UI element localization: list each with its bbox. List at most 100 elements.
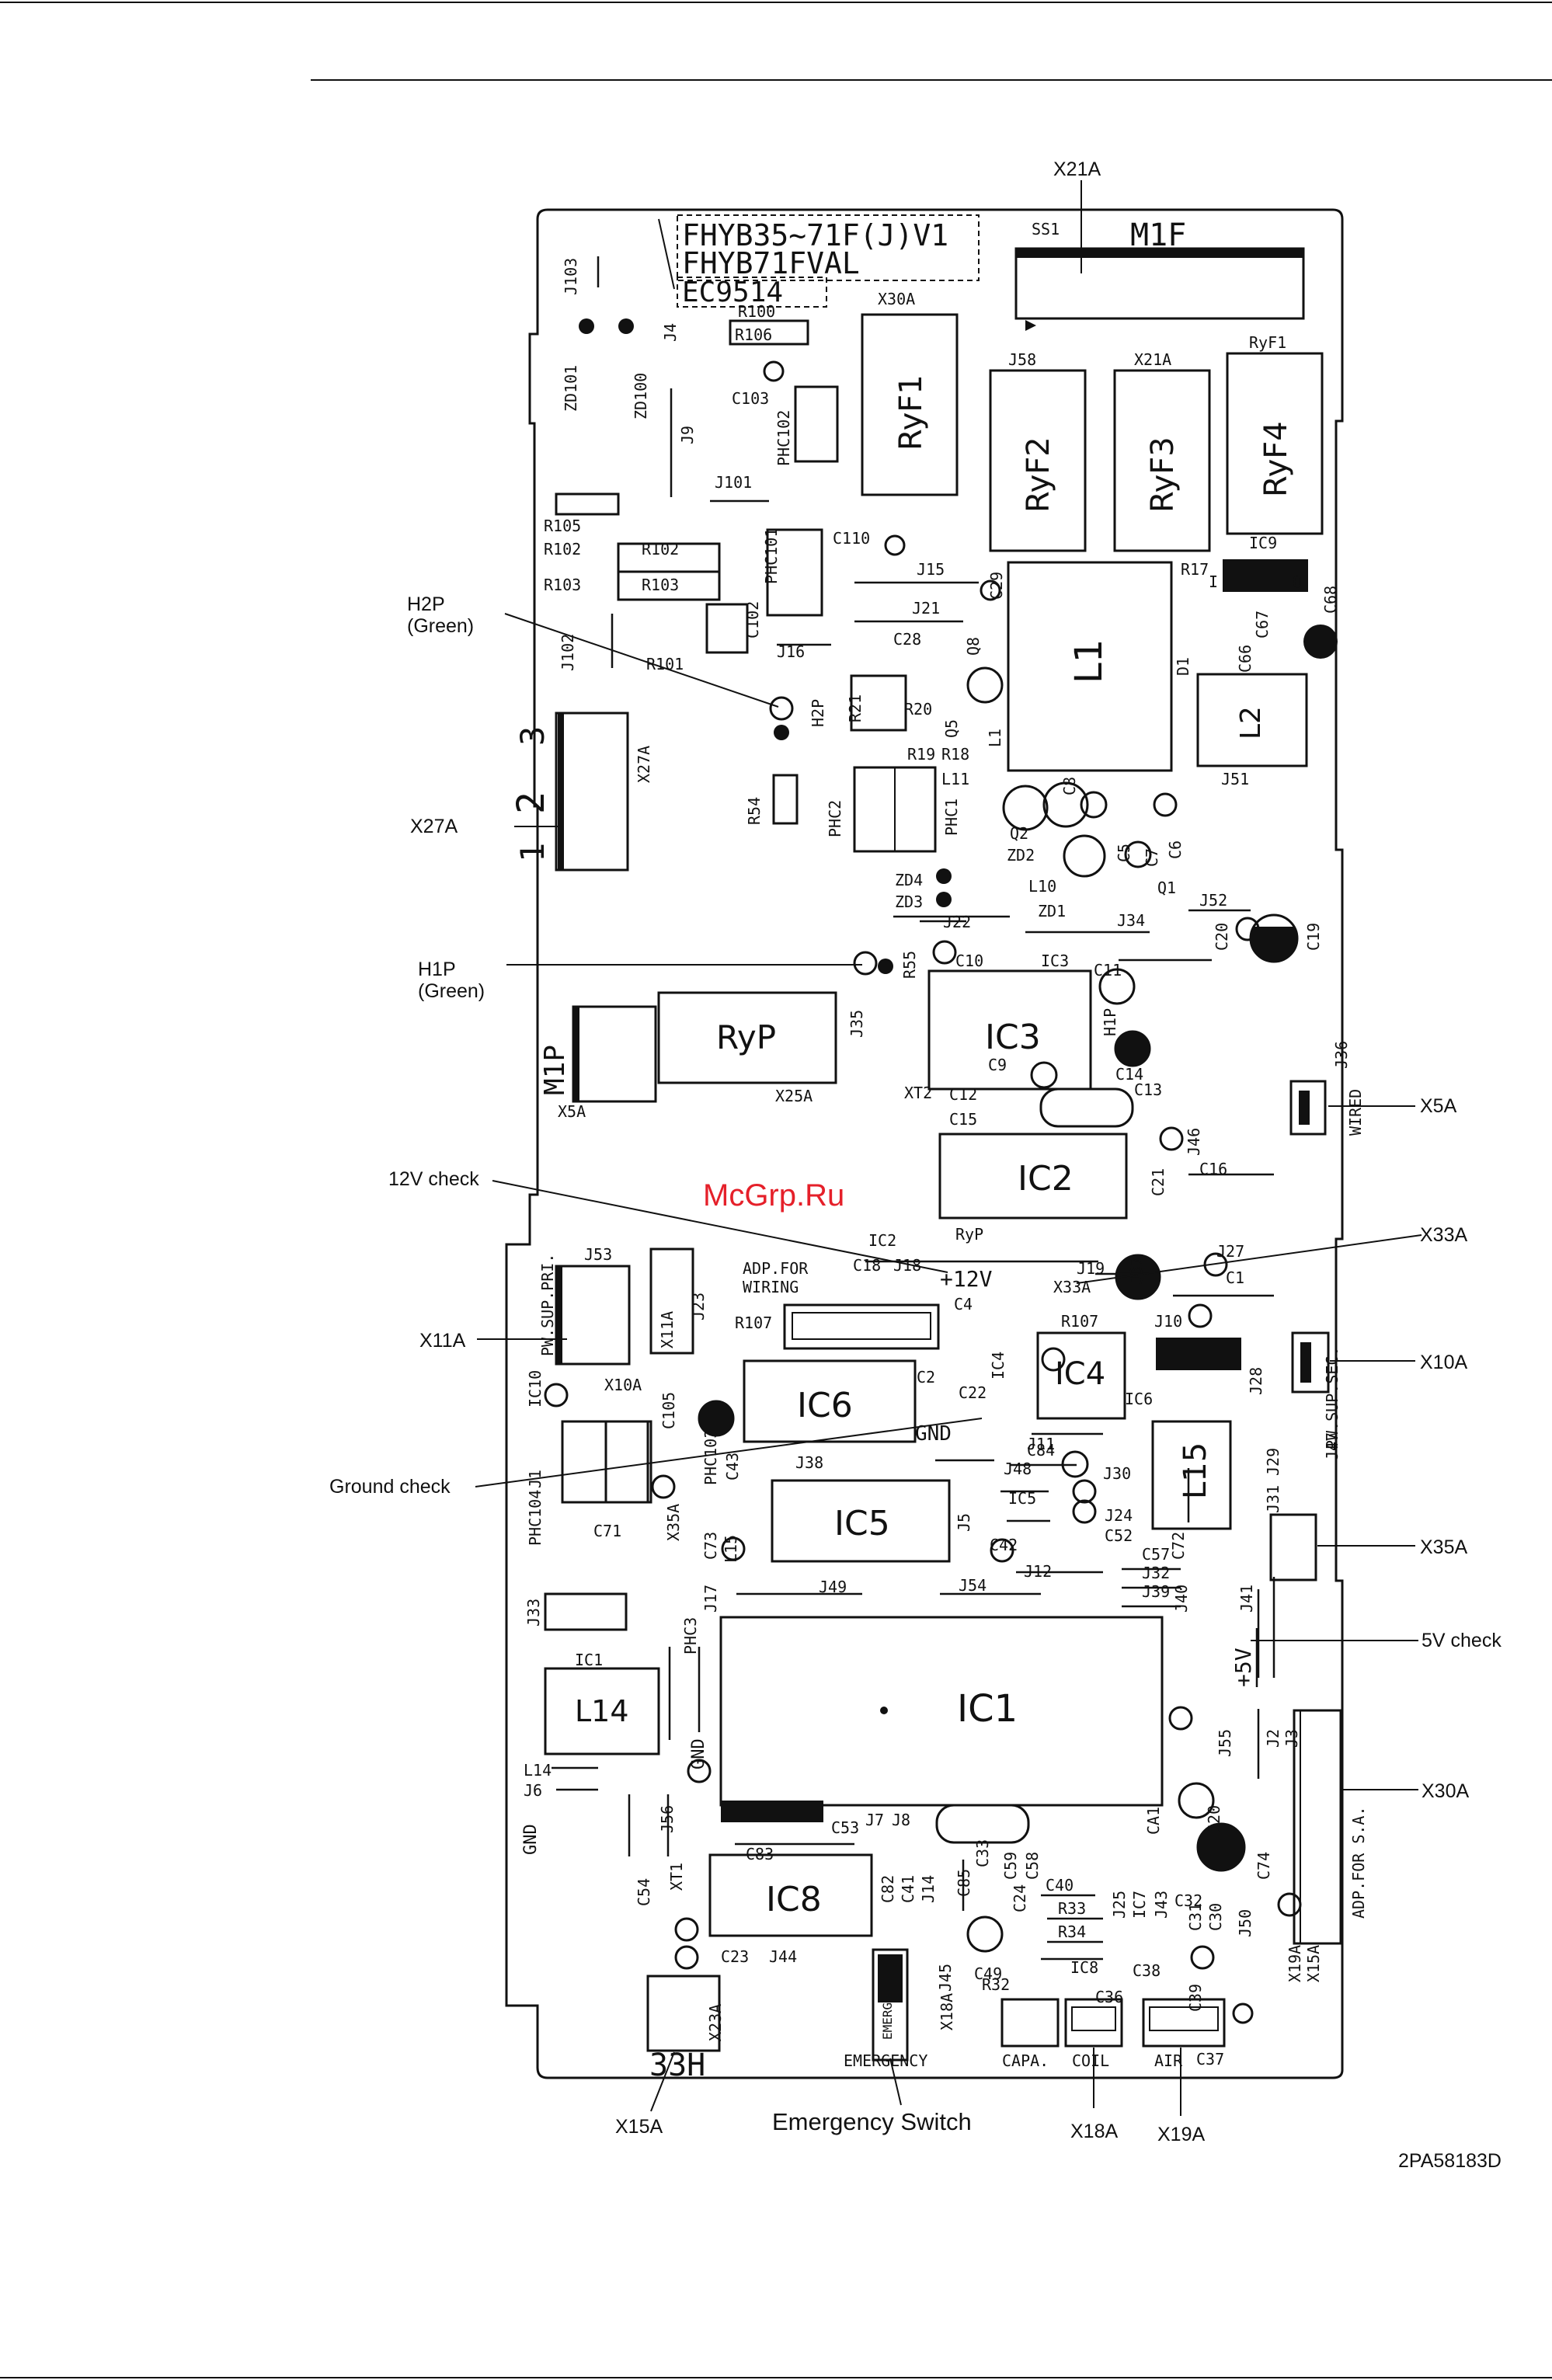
silk-label-j6: J6: [524, 1781, 542, 1800]
silk-label-c68: C68: [1321, 586, 1340, 614]
silk-label-zd3: ZD3: [895, 893, 923, 911]
silk-l15: L15: [1178, 1442, 1213, 1499]
silk-label-c73: C73: [701, 1532, 720, 1560]
silk-label-c31: C31: [1186, 1903, 1205, 1931]
silk-label-c21: C21: [1149, 1168, 1167, 1196]
silk-label-c24: C24: [1011, 1884, 1029, 1912]
silk-label-c58: C58: [1023, 1852, 1042, 1880]
callout-x19a: X19A: [1157, 2124, 1205, 2145]
silk-pin3: 3: [513, 726, 552, 746]
silk-label-l1: L1: [986, 729, 1004, 747]
connector-x23a: [1000, 1998, 1060, 2048]
silk-label-q5: Q5: [942, 719, 961, 738]
silk-label-c72: C72: [1169, 1532, 1188, 1560]
silk-label-r102: R102: [642, 540, 679, 558]
silk-label-h1p: H1P: [1101, 1008, 1119, 1036]
silk-label-q1: Q1: [1157, 879, 1176, 897]
silk-label-j24: J24: [1105, 1506, 1133, 1525]
silk-label-phc2: PHC2: [826, 800, 844, 837]
silk-label-r18: R18: [941, 745, 969, 764]
silk-label-c6: C6: [1166, 840, 1185, 859]
silk-m1f: M1F: [1130, 217, 1186, 253]
silk-label-j25: J25: [1110, 1891, 1129, 1919]
silk-label-ic2: IC2: [868, 1231, 896, 1250]
silk-label-c102: C102: [743, 601, 762, 638]
silk-label-c59: C59: [1001, 1852, 1020, 1880]
silk-label-j9: J9: [678, 426, 697, 444]
silk-label-x30a: X30A: [878, 290, 915, 308]
silk-label-j10: J10: [1154, 1312, 1182, 1331]
silk-label-c33: C33: [973, 1839, 992, 1867]
silk-ryf4: RyF4: [1258, 421, 1294, 497]
silk-label-c71: C71: [593, 1522, 621, 1540]
silk-label-j32: J32: [1142, 1564, 1170, 1582]
silk-label-r105: R105: [544, 517, 581, 535]
silk-capa: CAPA.: [1002, 2051, 1049, 2070]
silk-label-j40: J40: [1172, 1585, 1191, 1613]
silk-label-c18: C18: [853, 1256, 881, 1275]
callout-x33a: X33A: [1420, 1224, 1467, 1246]
silk-label-r17: R17: [1181, 560, 1209, 579]
silk-label-r100: R100: [738, 302, 775, 321]
silk-label-c8: C8: [1060, 777, 1079, 795]
silk-label-zd1: ZD1: [1038, 902, 1066, 920]
silk-label-c82: C82: [879, 1875, 897, 1903]
callout-x27a: X27A: [410, 816, 458, 837]
silk-label-c36: C36: [1095, 1988, 1123, 2006]
silk-label-c53: C53: [831, 1818, 859, 1837]
silk-label-j58: J58: [1008, 350, 1036, 369]
silk-label-c29: C29: [987, 572, 1006, 600]
silk-label-r103: R103: [544, 576, 581, 594]
silk-label-j30: J30: [1103, 1464, 1131, 1483]
silk-gnd-2: GND: [689, 1738, 708, 1769]
silk-label-j51: J51: [1221, 770, 1249, 788]
silk-label-j101: J101: [715, 473, 752, 492]
silk-label-c52: C52: [1105, 1526, 1133, 1545]
callout-x21a: X21A: [1053, 158, 1101, 180]
callout-5v-check: 5V check: [1422, 1630, 1502, 1651]
silk-label-j36: J36: [1332, 1041, 1351, 1069]
silk-adp-sa: ADP.FOR S.A.: [1349, 1807, 1368, 1919]
silk-label-c54: C54: [635, 1878, 653, 1906]
drawing-number: 2PA58183D: [1398, 2150, 1502, 2172]
crystal-xt2: [1039, 1087, 1134, 1128]
silk-label-j23: J23: [689, 1293, 708, 1320]
silk-label-c30: C30: [1206, 1903, 1225, 1931]
silk-label-c103: C103: [732, 389, 769, 408]
silk-label-x33a: X33A: [1053, 1278, 1091, 1296]
pcb-outline: [505, 208, 1344, 2079]
model-label-box: [677, 214, 980, 281]
silk-label-j102: J102: [559, 634, 577, 671]
silk-label-c22: C22: [959, 1383, 987, 1402]
connector-x5a: [1289, 1080, 1327, 1136]
silk-label-c110: C110: [833, 529, 870, 548]
silk-ryf3: RyF3: [1145, 437, 1181, 513]
silk-label-x25a: X25A: [775, 1087, 813, 1105]
x21a-pins: [1016, 249, 1303, 258]
silk-gnd: GND: [915, 1422, 952, 1446]
silk-label-j54: J54: [959, 1576, 987, 1595]
silk-label-xt1: XT1: [667, 1863, 686, 1891]
silk-label-j47: J47: [1323, 1432, 1341, 1460]
silk-label-c83: C83: [746, 1845, 774, 1863]
silk-pw-sup-sec: PW.SUP.SEC.: [1323, 1347, 1341, 1449]
x27a-connector: [555, 712, 629, 872]
silk-label-c1: C1: [1226, 1268, 1244, 1287]
silk-label-ic4: IC4: [989, 1352, 1007, 1380]
silk-label-phc102: PHC102: [774, 410, 793, 466]
connector-x33a: [783, 1303, 940, 1350]
ic4-chip: [1036, 1331, 1126, 1420]
silk-label-zd101: ZD101: [562, 365, 580, 412]
connector-x10a: [1291, 1331, 1330, 1394]
silk-label-r107: R107: [1061, 1312, 1098, 1331]
silk-label-q2: Q2: [1010, 824, 1028, 843]
silk-label-j50: J50: [1236, 1909, 1254, 1937]
silk-label-ic6: IC6: [1125, 1390, 1153, 1408]
silk-ryf2: RyF2: [1021, 437, 1056, 513]
silk-label-ic9: IC9: [1249, 534, 1277, 552]
silk-label-j34: J34: [1117, 911, 1145, 930]
connector-x35a: [1269, 1513, 1317, 1581]
silk-label-c85: C85: [955, 1869, 973, 1897]
ic2-chip: [938, 1133, 1128, 1220]
ic5-chip: [771, 1479, 951, 1563]
